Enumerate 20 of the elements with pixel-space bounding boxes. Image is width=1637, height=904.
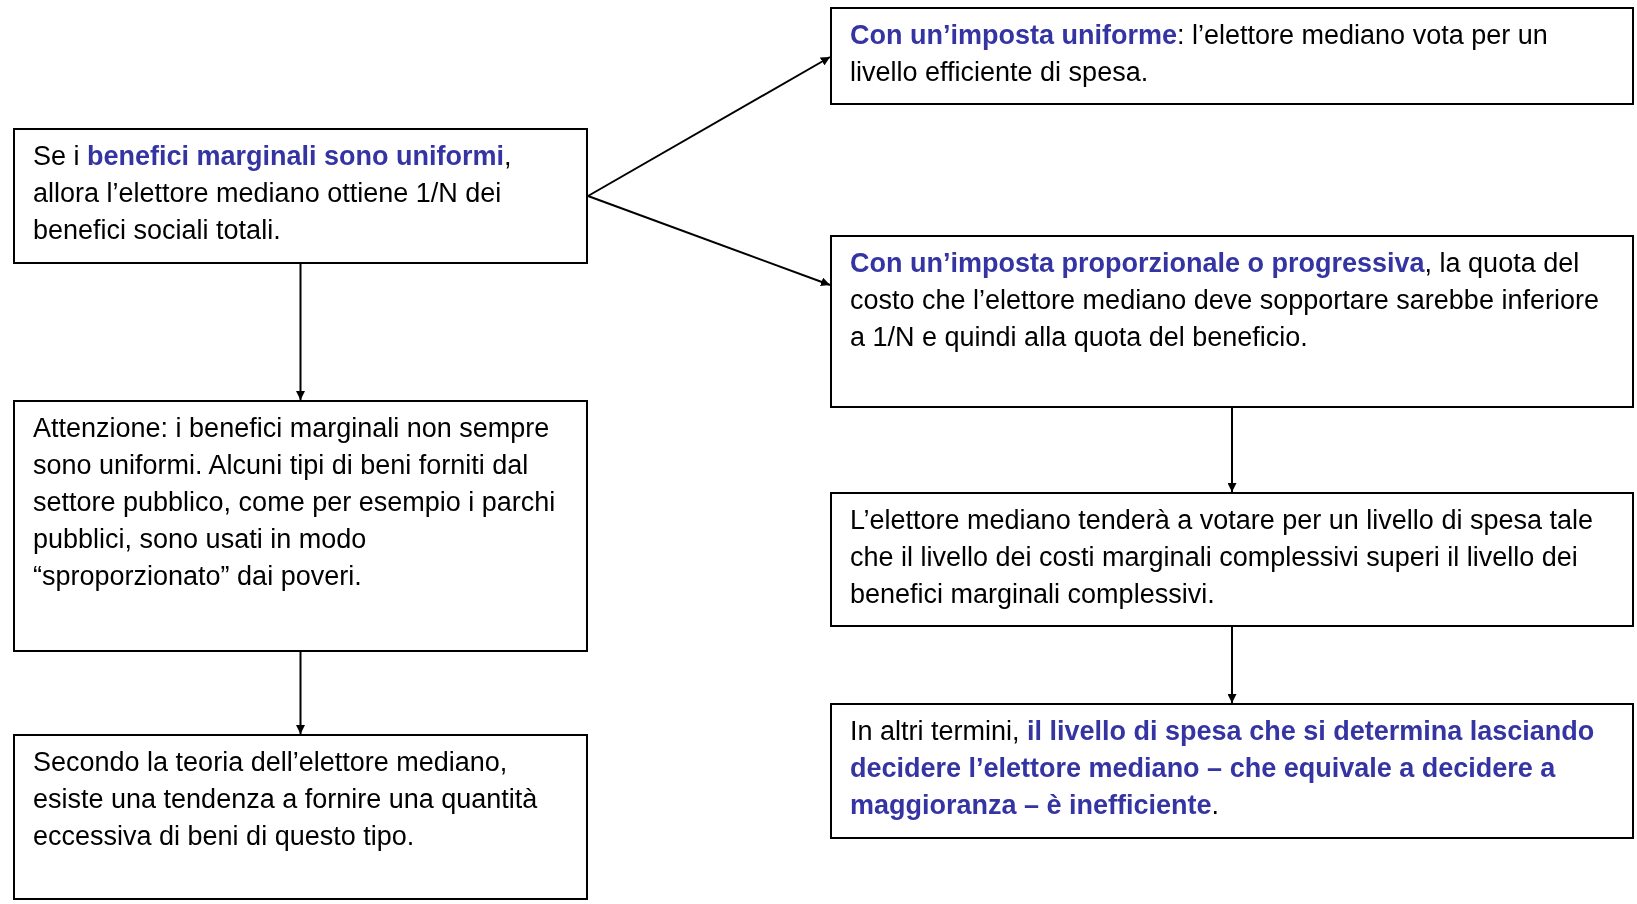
arrow (296, 263, 305, 401)
text-box (13, 128, 588, 264)
box-text: Con un’imposta proporzionale o progressiva, la quota del costo che l’elettore mediano deve sopportare sarebbe inferiore a 1/N e quindi alla quota del beneficio. (850, 247, 1600, 354)
text-box (830, 235, 1634, 408)
arrow (296, 651, 305, 735)
box-text: Se i benefici marginali sono uniformi, allora l’elettore mediano ottiene 1/N dei benefici sociali totali. (33, 140, 513, 247)
arrow (587, 195, 831, 287)
box-text: Secondo la teoria dell’elettore mediano, esiste una tendenza a fornire una quantità eccessiva di beni di questo tipo. (33, 746, 539, 853)
arrow (1227, 626, 1237, 704)
text-box (830, 703, 1634, 839)
box-text: L’elettore mediano tenderà a votare per un livello di spesa tale che il livello dei costi marginali complessivi superi il livello dei benefici marginali complessivi. (850, 504, 1594, 611)
box-text: In altri termini, il livello di spesa che si determina lasciando decidere l’elettore mediano – che equivale a decidere a maggioranza – è inefficiente. (850, 715, 1596, 822)
arrow (1227, 407, 1237, 493)
box-text: Attenzione: i benefici marginali non sempre sono uniformi. Alcuni tipi di beni forniti dal settore pubblico, come per esempio i parchi pubblici, sono usati in modo “sproporzionato” dai poveri. (33, 412, 557, 593)
text-box (830, 492, 1634, 627)
text-box (13, 734, 588, 900)
box-text: Con un’imposta uniforme: l’elettore mediano vota per un livello efficiente di spesa. (850, 19, 1549, 89)
text-box (13, 400, 588, 652)
text-box (830, 7, 1634, 105)
arrow (587, 56, 831, 197)
